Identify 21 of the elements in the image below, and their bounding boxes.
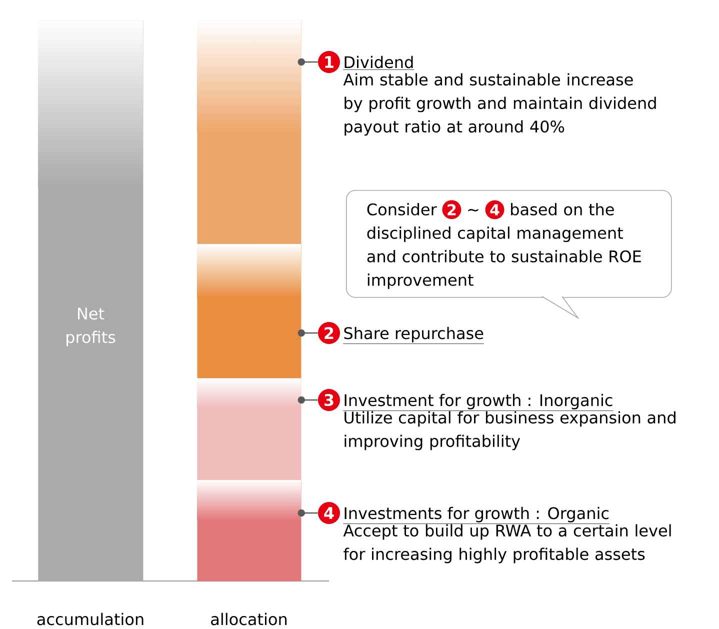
axis-label: accumulation [37,612,144,626]
number-badge: 2 [318,322,340,344]
bar: Net profits [38,20,144,582]
leader-line [298,329,318,337]
item-heading: Dividend [343,56,414,70]
item-heading: Investments for growth : Organic [343,506,610,524]
speech-bubble: Consider 2 ∼ 4 based on the disciplined capital management and contribute to sustainable ROE improvement [346,190,672,320]
number-badge: 3 [318,389,340,411]
axis-label: allocation [211,612,287,626]
number-badge: 4 [318,502,340,524]
item-description: Accept to build up RWA to a certain level for increasing highly profitable assets [343,524,671,564]
item-heading: Share repurchase [343,326,484,344]
leader-line [298,396,318,404]
number-badge: 4 [485,200,504,220]
leader-line [298,58,318,66]
number-badge: 2 [442,200,462,220]
item-description: Utilize capital for business expansion and improving profitability [344,411,676,450]
number-badge: 1 [318,51,340,73]
item-heading: Investment for growth : Inorganic [343,394,614,411]
item-description: Aim stable and sustainable increase by profit growth and maintain dividend payout ratio at around 40% [343,73,656,136]
leader-line [298,509,318,517]
